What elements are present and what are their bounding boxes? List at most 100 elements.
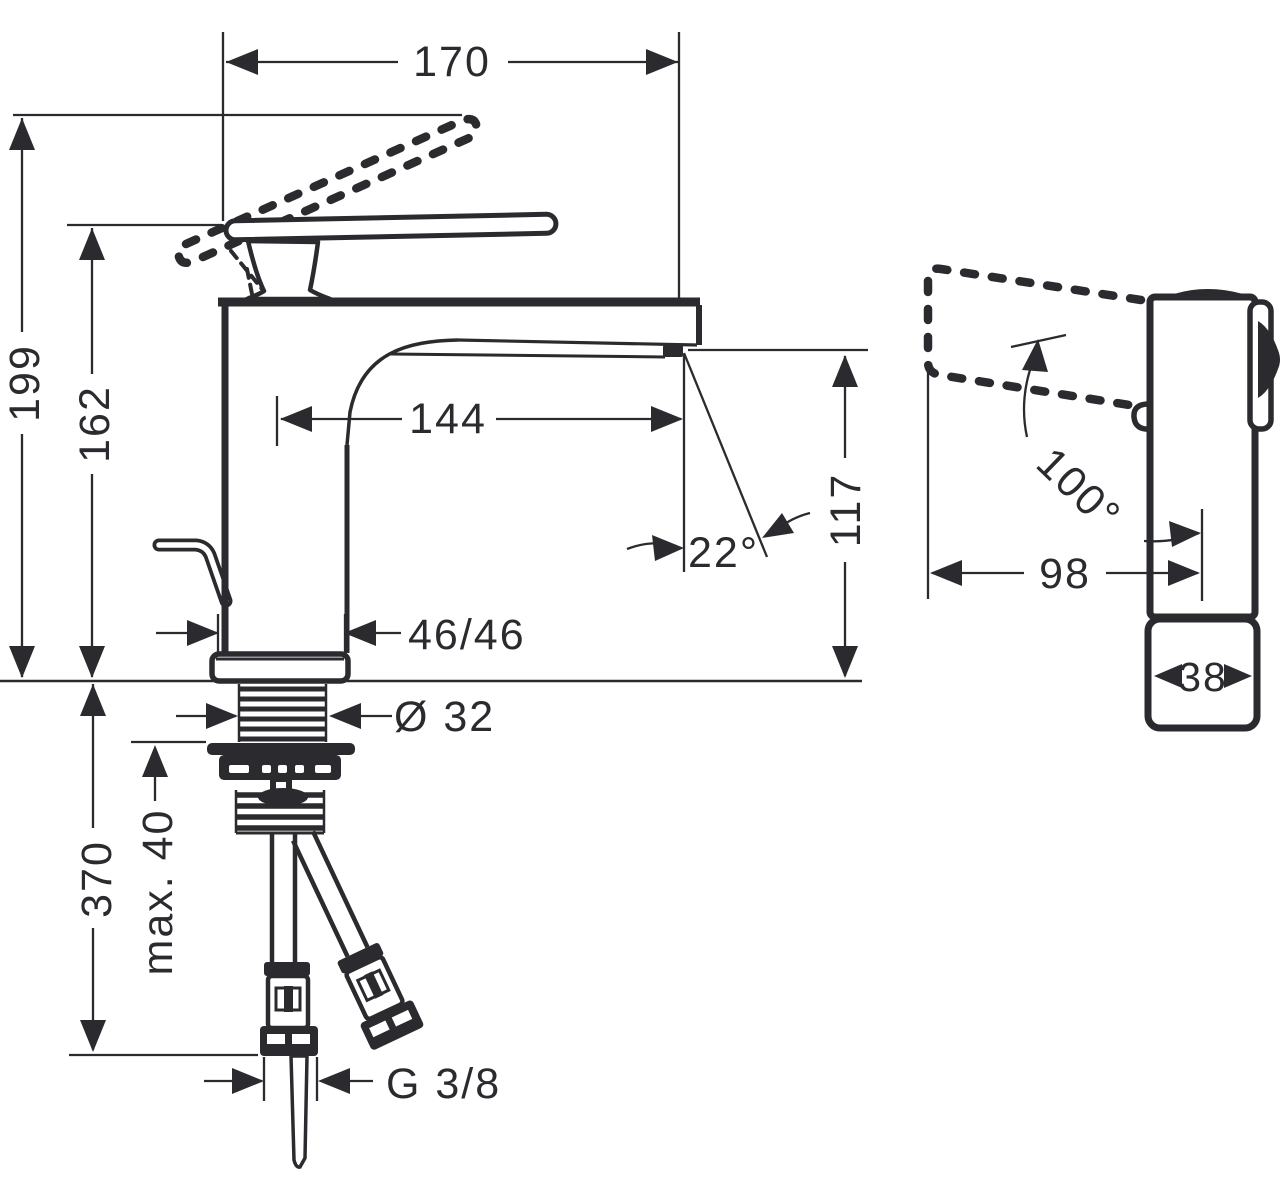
dim-label: 46/46 (408, 611, 526, 659)
arrowhead-top (79, 228, 105, 260)
dim-label: 199 (1, 344, 49, 422)
arrowhead-left (187, 620, 219, 646)
shank-sides (237, 684, 328, 742)
spout-underside-curve (345, 338, 459, 446)
lever-raised-dashed-outline-side (923, 264, 1147, 412)
lock-section-sides (234, 790, 326, 833)
hose-nut-window (267, 1034, 285, 1044)
hose-nut-window (369, 1020, 390, 1038)
arrowhead-left (226, 49, 258, 75)
dim-label: 170 (413, 38, 491, 86)
stem-hidden-line-2 (245, 267, 254, 296)
dim-spout-angle: 22° (626, 352, 811, 577)
arrowhead-right (329, 703, 361, 729)
dim-label: 38 (1178, 654, 1228, 700)
dim-label: 98 (1039, 550, 1091, 598)
dim-max-counter-thickness: max. 40 (131, 740, 206, 976)
dim-label: max. 40 (134, 809, 182, 976)
arrowhead-left (1154, 664, 1182, 688)
nut-slit (229, 765, 249, 773)
dim-label: 162 (71, 385, 119, 463)
hose-fitting-bar (284, 986, 293, 1012)
dim-label: 144 (409, 395, 487, 443)
spout-underside-lower (390, 352, 666, 359)
under-counter-assembly (207, 684, 424, 1169)
arrowhead-right (646, 49, 678, 75)
spout-underside-upper (457, 338, 698, 347)
arrowhead-top (1022, 339, 1048, 372)
angle-line (682, 352, 769, 558)
side-view-faucet (923, 264, 1280, 732)
dim-label: 22° (688, 529, 759, 577)
lever-handle (223, 211, 559, 243)
dim-body-width: 38 (1154, 654, 1252, 700)
supply-hose-straight (260, 834, 318, 1056)
extension-ticks (262, 1057, 319, 1101)
dim-depth: 98 (926, 367, 1200, 599)
arrowhead-bottom (79, 646, 105, 678)
arrowhead-right (344, 620, 376, 646)
base-plate (209, 651, 351, 684)
dim-label: 117 (822, 473, 870, 548)
side-handle-tip (1258, 321, 1280, 398)
arrowhead-bottom (80, 1020, 106, 1052)
faucet-body-fill (222, 296, 702, 658)
arrowhead-top (9, 118, 35, 150)
dim-label: 370 (73, 840, 121, 918)
arrowhead-left (280, 406, 312, 432)
washer (207, 743, 355, 755)
arrowhead-left (232, 1068, 264, 1094)
arrowhead-left (930, 560, 962, 586)
arrowhead-leader-left (652, 535, 684, 561)
handle-hook (1131, 401, 1151, 432)
arrowhead-right (651, 406, 683, 432)
nut-slit (295, 765, 304, 773)
arrowhead-right (318, 1068, 350, 1094)
hose-nut-window (391, 1009, 413, 1027)
dim-body-cross-section: 46/46 (156, 611, 526, 659)
hose-coupling (264, 962, 310, 976)
arrowhead-top (832, 355, 858, 387)
dim-hose-length: 370 (69, 684, 258, 1057)
arrowhead-top (80, 684, 106, 716)
arrowhead-right (1168, 560, 1200, 586)
arrowhead-leader-right (762, 513, 794, 538)
nut-slit (278, 765, 287, 773)
dim-shank-diameter: Ø 32 (176, 693, 495, 741)
hose-coupling (337, 943, 384, 974)
lever-raised-dashed-outline (174, 114, 481, 268)
popup-rod-inner (156, 542, 229, 604)
dim-overall-width: 170 (221, 32, 681, 298)
dim-label: Ø 32 (394, 693, 495, 741)
arrowhead-right (1224, 664, 1252, 688)
supply-hose-angled (291, 830, 424, 1050)
nut-slit (262, 765, 271, 773)
dim-spout-reach: 144 (275, 354, 686, 572)
angle-arc-upper (1022, 358, 1036, 438)
hose-tube (291, 830, 370, 958)
hose-nut-window (292, 1034, 310, 1044)
aerator (663, 345, 683, 357)
dim-supply-thread: G 3/8 (204, 1057, 501, 1108)
dim-lever-height: 162 (67, 223, 221, 678)
handle-stem (244, 238, 333, 302)
nut-slit (315, 765, 331, 773)
arrowhead-end (1169, 521, 1201, 547)
arrowhead-left (206, 703, 238, 729)
hose-fitting-bar (364, 971, 384, 999)
hose-end-nut (260, 1026, 318, 1056)
front-view-faucet (152, 114, 702, 684)
dim-label: G 3/8 (386, 1060, 501, 1108)
dim-outlet-height: 117 (688, 348, 870, 678)
extension-lines (221, 32, 681, 298)
arrowhead-bottom (832, 646, 858, 678)
arrowhead-up (142, 745, 168, 777)
dim-label: 100° (1027, 439, 1130, 541)
side-lower-section (1144, 615, 1261, 732)
hose-tube (269, 834, 298, 962)
rod-clamp-window (276, 782, 286, 792)
dim-total-height: 199 (1, 113, 462, 678)
arrowhead-bottom (9, 646, 35, 678)
